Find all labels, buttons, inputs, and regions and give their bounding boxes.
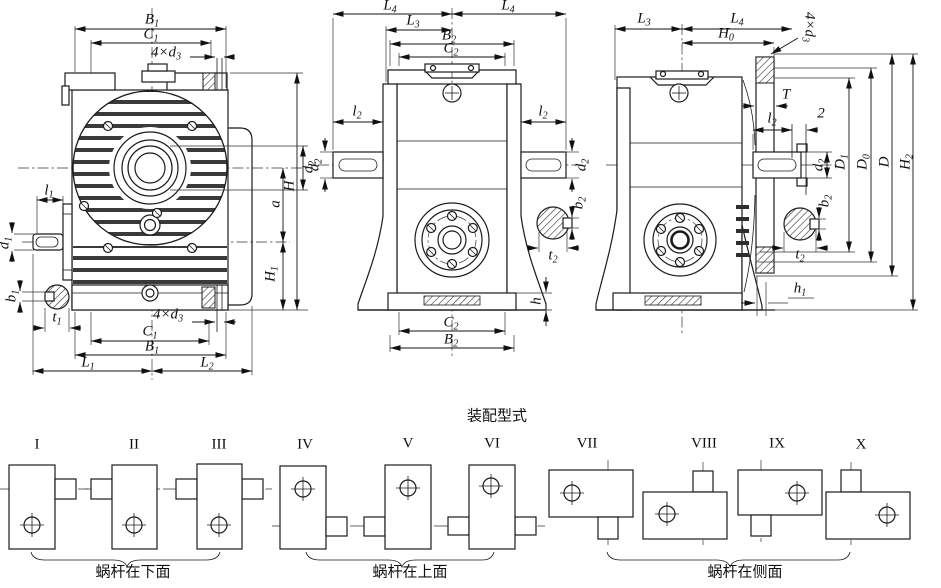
dim-d2-left: d2 (306, 158, 325, 172)
dim-t2-right: t2 (795, 246, 805, 265)
front-view-dimensions (9, 26, 308, 375)
section-view (595, 24, 918, 335)
section-view-dimensions (614, 25, 918, 316)
dim-4xd3-right: 4×d3 (799, 11, 818, 43)
dim-D0: D0 (854, 154, 873, 170)
dim-D1: D1 (832, 154, 851, 170)
assembly-title: 装配型式 (466, 407, 528, 425)
roman-4: IV (297, 436, 313, 453)
dim-C1-top: C1 (143, 26, 159, 45)
roman-7: VII (576, 435, 598, 452)
dim-L4-right: L4 (501, 0, 515, 16)
output-shaft-left (332, 151, 384, 179)
dim-l1: l1 (44, 182, 54, 201)
dim-d1: d1 (0, 236, 15, 250)
assembly-type-4 (272, 465, 356, 550)
rear-rib-column (595, 87, 631, 311)
dim-l2-out: l2 (767, 110, 777, 129)
dim-t2-mid: t2 (548, 247, 558, 266)
side-view-dimensions (320, 11, 579, 352)
caption-worm-above: 蜗杆在上面 (372, 563, 448, 581)
assembly-type-1 (0, 464, 88, 550)
dim-L3-right: L3 (637, 10, 651, 29)
dim-B2-bottom: B2 (443, 331, 459, 350)
roman-10: X (855, 436, 867, 453)
roman-9: IX (769, 435, 785, 452)
dim-D: D (876, 156, 893, 168)
assembly-type-2 (85, 464, 168, 550)
roman-3: III (211, 436, 227, 453)
output-shaft-right (520, 151, 567, 179)
dim-B2-top: B2 (441, 27, 457, 46)
dim-H0: H0 (718, 25, 734, 44)
dim-C2-top: C2 (443, 40, 459, 59)
front-view (9, 8, 312, 380)
assembly-type-5 (356, 464, 440, 550)
dim-h: h (528, 297, 545, 305)
dim-H: H (281, 180, 298, 192)
dim-C2-bottom: C2 (443, 314, 459, 333)
dim-B1-bottom: B1 (144, 338, 160, 357)
dim-T: T (781, 86, 791, 103)
key-section-right (783, 207, 820, 241)
top-cover-plate (424, 63, 480, 73)
right-rib-column (506, 83, 547, 311)
caption-worm-side: 蜗杆在侧面 (707, 563, 783, 581)
dim-b1: b1 (3, 289, 22, 303)
rear-flange (643, 203, 717, 277)
assembly-type-6 (440, 464, 545, 550)
assembly-type-9 (737, 460, 823, 542)
roman-2: II (129, 436, 139, 453)
dim-d2-out: d2 (810, 158, 829, 172)
brace-worm-side (606, 551, 851, 569)
worm-shaft-key-section (44, 284, 70, 310)
dim-4xd3-bottom: 4×d3 (152, 306, 184, 325)
assembly-type-7 (548, 460, 634, 545)
left-rib-column (357, 83, 398, 311)
output-bore (134, 152, 166, 184)
assembly-type-8 (642, 462, 728, 545)
dim-4xd3-top: 4×d3 (150, 44, 182, 63)
assembly-type-10 (825, 462, 911, 545)
dim-d2-right: d2 (573, 158, 592, 172)
dim-b2-right: b2 (816, 194, 835, 208)
brace-worm-below (30, 551, 221, 569)
dim-C1-bottom: C1 (142, 323, 158, 342)
brace-worm-above (305, 551, 495, 569)
bottom-flange (414, 202, 490, 278)
dim-L1: L1 (81, 354, 95, 373)
side-bracket-profile (228, 127, 253, 306)
dim-l2-right: l2 (538, 103, 548, 122)
assembly-type-3 (168, 463, 272, 550)
dim-H2: H2 (897, 154, 916, 170)
dim-H1: H1 (262, 266, 281, 282)
dim-h1: h1 (793, 280, 807, 299)
caption-worm-below: 蜗杆在下面 (95, 563, 171, 581)
dim-L3-top: L3 (406, 12, 420, 31)
output-shaft-end (752, 151, 802, 179)
dim-B1-top: B1 (144, 11, 160, 30)
dim-L4-rightview: L4 (730, 10, 744, 29)
assembly-row (0, 460, 911, 569)
dim-l2-left: l2 (352, 103, 362, 122)
input-shaft (32, 203, 73, 281)
cover-screws (78, 120, 198, 254)
output-shaft-key-section (536, 206, 573, 240)
side-view (318, 8, 586, 358)
roman-6: VI (484, 435, 500, 452)
dim-b2-mid: b2 (570, 196, 589, 210)
flange-bolt-hole-section (202, 72, 216, 91)
output-flange-section (742, 56, 808, 293)
roman-5: V (402, 435, 414, 452)
dim-t1: t1 (52, 309, 62, 328)
inner-fins (736, 205, 749, 257)
dim-a: a (267, 200, 284, 208)
dim-L2: L2 (200, 354, 214, 373)
roman-1: I (34, 436, 40, 453)
dim-L4-left: L4 (383, 0, 397, 16)
roman-8: VIII (691, 435, 717, 452)
dim-2: 2 (817, 105, 825, 122)
